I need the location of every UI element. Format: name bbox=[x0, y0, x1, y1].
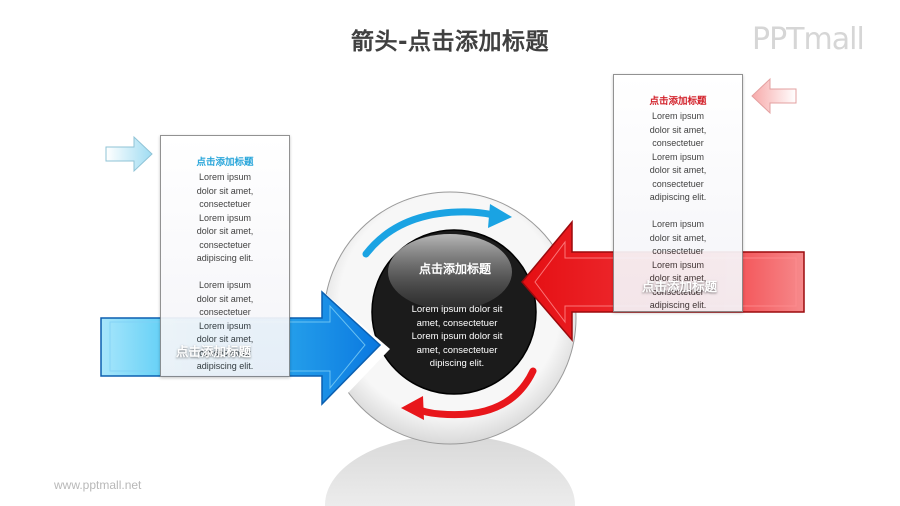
right-text-card: 点击添加标题 Lorem ipsum dolor sit amet, conse… bbox=[613, 74, 743, 312]
right-card-body: Lorem ipsum dolor sit amet, consectetuer… bbox=[649, 111, 707, 310]
red-arrow-label: 点击添加标题 bbox=[642, 279, 718, 294]
pptmall-logo: PPTmall bbox=[752, 22, 865, 57]
arrow-right-icon bbox=[105, 135, 153, 173]
left-card-title: 点击添加标题 bbox=[196, 157, 254, 168]
center-body: Lorem ipsum dolor sit amet, consectetuer… bbox=[411, 304, 503, 369]
left-card-body: Lorem ipsum dolor sit amet, consectetuer… bbox=[196, 172, 254, 371]
center-title: 点击添加标题 bbox=[418, 262, 491, 276]
page-title: 箭头-点击添加标题 bbox=[350, 29, 550, 55]
blue-arrow-label: 点击添加标题 bbox=[176, 344, 252, 359]
left-text-card: 点击添加标题 Lorem ipsum dolor sit amet, conse… bbox=[160, 135, 290, 377]
arrow-left-icon bbox=[751, 77, 797, 115]
right-card-title: 点击添加标题 bbox=[649, 96, 707, 107]
footer-url: www.pptmall.net bbox=[54, 478, 142, 492]
